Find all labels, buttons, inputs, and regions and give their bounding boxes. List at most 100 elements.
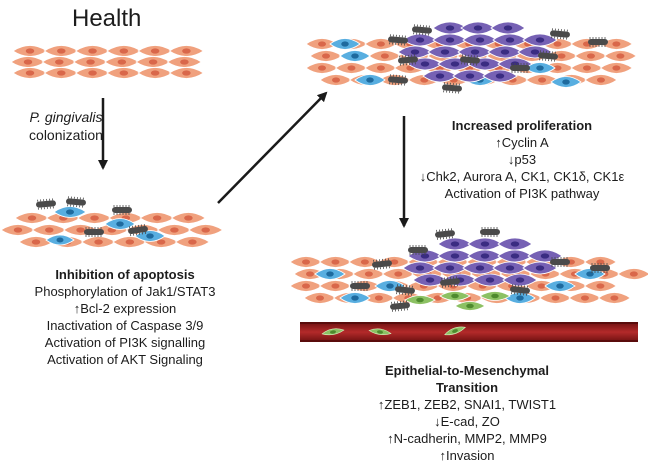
healthy-cell [603, 50, 638, 62]
bacterium [550, 28, 570, 40]
proliferating-cell [397, 45, 433, 59]
healthy-cell [31, 224, 68, 236]
healthy-cell [352, 268, 386, 280]
healthy-cell [174, 236, 211, 248]
bacterium [510, 63, 530, 73]
healthy-cell [106, 45, 142, 57]
infected-cell [354, 74, 386, 86]
healthy-cell [599, 62, 634, 74]
apoptosis-line-2: ↑Bcl-2 expression [73, 301, 177, 316]
healthy-cell [538, 292, 573, 304]
bacterium [442, 82, 462, 94]
bacterium [388, 34, 408, 46]
healthy-cell [570, 62, 604, 74]
proliferating-cell [427, 45, 463, 59]
healthy-cell [305, 38, 339, 50]
healthy-cell [10, 56, 46, 68]
proliferating-cell [522, 33, 558, 47]
proliferation-line-2: ↓p53 [507, 152, 537, 167]
healthy-cell [74, 67, 111, 79]
healthy-epithelium [10, 45, 205, 79]
proliferating-cell [487, 45, 523, 59]
apoptosis-line-5: Activation of AKT Signaling [47, 352, 203, 367]
emt-line-3: ↑N-cadherin, MMP2, MMP9 [387, 431, 547, 446]
healthy-cell [583, 280, 618, 292]
healthy-cell [137, 67, 173, 79]
proliferating-cell [437, 237, 473, 251]
healthy-cell [14, 212, 50, 224]
arrows [98, 91, 409, 228]
proliferating-cell [482, 69, 518, 83]
title-health: Health [72, 5, 142, 32]
healthy-cell [368, 50, 402, 62]
mesenchymal-cell [454, 301, 486, 311]
migrating-cell [368, 328, 392, 336]
healthy-cell [568, 292, 602, 304]
infected-cell [53, 206, 87, 218]
healthy-cell [303, 292, 337, 304]
healthy-cell [318, 256, 353, 268]
bacterium [388, 74, 408, 86]
proliferation-line-4: Activation of PI3K pathway [444, 186, 600, 201]
proliferation-line-3: ↓Chk2, Aurora A, CK1, CK1δ, CK1ε [419, 169, 625, 184]
emt-heading-line-1: Epithelial-to-Mesenchymal [385, 363, 549, 378]
proliferating-cell [402, 261, 438, 275]
bacterium [510, 284, 530, 296]
migrating-cell [321, 328, 345, 336]
infected-cell [544, 280, 576, 292]
healthy-cell [12, 67, 48, 79]
proliferating-cell [452, 69, 488, 83]
healthy-cell [289, 256, 323, 268]
bacterium [390, 300, 410, 312]
proliferation-block: Increased proliferation ↑Cyclin A ↓p53 ↓… [390, 117, 648, 202]
bacterium [408, 245, 428, 255]
healthy-cell [166, 56, 203, 68]
healthy-cell [584, 74, 618, 86]
infected-cell [314, 268, 346, 280]
mesenchymal-cell [439, 291, 471, 301]
mesenchymal-cell [479, 291, 511, 301]
bacterium [588, 37, 608, 47]
proliferating-epithelium [305, 21, 638, 94]
emt-line-4: ↑Invasion [439, 448, 495, 463]
infected-cell [339, 50, 371, 62]
healthy-cell [135, 56, 171, 68]
healthy-cell [597, 292, 632, 304]
bacterium [372, 258, 392, 270]
healthy-cell [168, 45, 205, 57]
proliferation-line-1: ↑Cyclin A [495, 135, 549, 150]
proliferating-cell [497, 249, 533, 263]
healthy-cell [106, 67, 142, 79]
bacterium [398, 54, 418, 66]
bacterium [590, 263, 610, 273]
proliferating-cell [412, 273, 448, 287]
healthy-cell [289, 280, 323, 292]
healthy-cell [12, 45, 48, 57]
bacterium [460, 54, 480, 66]
bacterium [412, 24, 432, 36]
arrow-to-proliferation [217, 91, 328, 204]
infected-cell [574, 268, 606, 280]
healthy-cell [305, 62, 339, 74]
healthy-cell [309, 50, 343, 62]
healthy-cell [525, 74, 559, 86]
proliferating-cell [462, 33, 498, 47]
proliferating-cell [437, 249, 473, 263]
emt-line-1: ↑ZEB1, ZEB2, SNAI1, TWIST1 [377, 397, 557, 412]
healthy-cell [104, 56, 140, 68]
infected-cell [329, 38, 361, 50]
healthy-cell [72, 56, 109, 68]
apoptosis-line-3: Inactivation of Caspase 3/9 [46, 318, 204, 333]
bacterium [440, 276, 460, 288]
healthy-cell [318, 280, 353, 292]
healthy-cell [334, 62, 369, 74]
infected-epithelium [0, 196, 224, 248]
proliferating-cell [492, 33, 528, 47]
bacterium [350, 281, 370, 291]
apoptosis-block: Inhibition of apoptosis Phosphorylation … [0, 266, 250, 368]
healthy-cell [43, 67, 80, 79]
infected-cell [104, 218, 136, 230]
proliferating-cell [402, 33, 438, 47]
healthy-cell [41, 56, 78, 68]
